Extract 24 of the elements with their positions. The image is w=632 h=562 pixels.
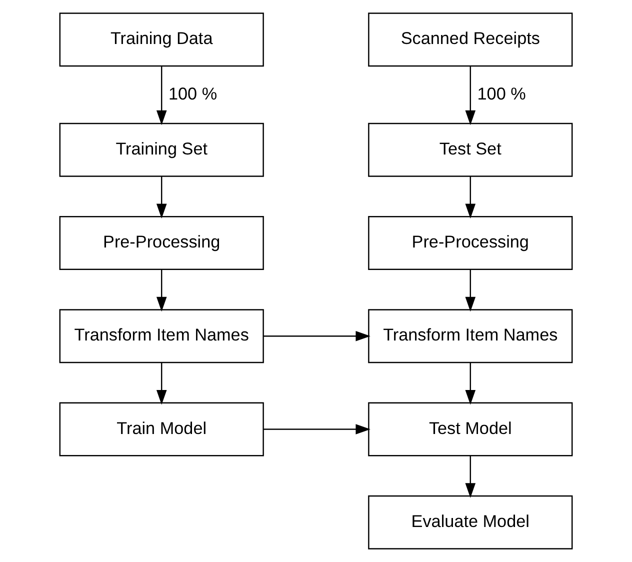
node-box: Evaluate Model: [368, 495, 573, 550]
node-box: Test Model: [368, 402, 573, 456]
arrow: [465, 362, 476, 405]
node-box: Train Model: [59, 402, 264, 456]
arrow: [465, 66, 476, 126]
node-box: Transform Item Names: [368, 309, 573, 364]
edge-label: 100 %: [168, 83, 218, 104]
node-box: Transform Item Names: [59, 309, 264, 364]
arrow: [264, 424, 370, 434]
node-box: Training Set: [59, 122, 264, 177]
node-box: Scanned Receipts: [368, 12, 573, 67]
node-box: Training Data: [59, 12, 264, 67]
node-box: Pre-Processing: [368, 216, 573, 270]
arrow: [156, 176, 167, 219]
node-box: Test Set: [368, 122, 573, 177]
arrow: [156, 270, 167, 312]
arrow: [156, 66, 167, 126]
arrow: [156, 362, 167, 405]
arrow: [465, 270, 476, 312]
node-box: Pre-Processing: [59, 216, 264, 270]
edge-label: 100 %: [477, 83, 526, 104]
arrow: [465, 456, 476, 498]
arrow: [465, 176, 476, 219]
arrow: [264, 330, 370, 342]
